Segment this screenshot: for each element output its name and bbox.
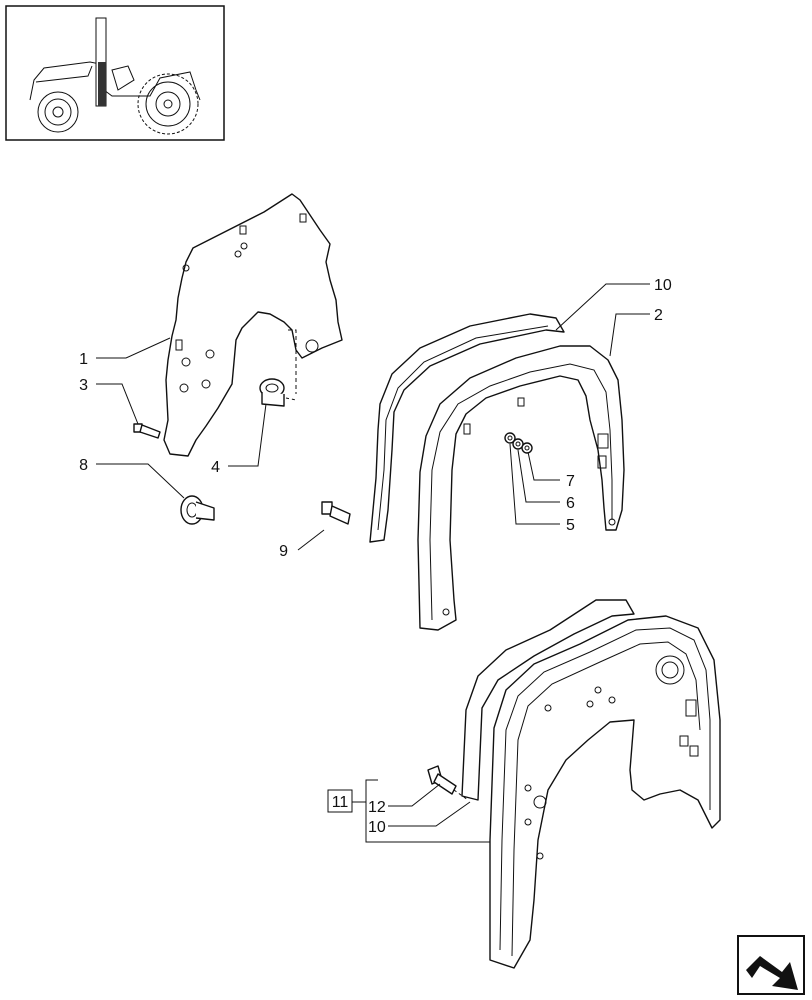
next-page-arrow-icon[interactable] bbox=[737, 935, 805, 995]
arch-part-2 bbox=[417, 345, 625, 631]
callout-9: 9 bbox=[279, 543, 288, 560]
callout-5: 5 bbox=[566, 517, 575, 534]
callout-1: 1 bbox=[79, 351, 88, 368]
panel-part-1 bbox=[163, 193, 343, 457]
screw-part-3 bbox=[133, 423, 161, 439]
tractor-thumbnail bbox=[5, 5, 225, 141]
bushing-part-4 bbox=[259, 378, 297, 407]
callout-4: 4 bbox=[211, 459, 220, 476]
callout-6: 6 bbox=[566, 495, 575, 512]
callout-12: 12 bbox=[368, 799, 386, 816]
callout-7: 7 bbox=[566, 473, 575, 490]
washer-part-7 bbox=[521, 442, 533, 454]
clip-part-8 bbox=[180, 495, 215, 525]
callout-10-bottom: 10 bbox=[368, 819, 386, 836]
callout-8: 8 bbox=[79, 457, 88, 474]
leader-lines bbox=[96, 283, 650, 843]
seal-part-10-top bbox=[369, 313, 565, 543]
assembly-part-11 bbox=[427, 599, 721, 969]
nut-part-5 bbox=[504, 432, 516, 444]
callout-2: 2 bbox=[654, 307, 663, 324]
callout-11: 11 bbox=[332, 794, 349, 811]
bolt-part-9 bbox=[321, 501, 351, 525]
callout-3: 3 bbox=[79, 377, 88, 394]
callout-11-box: 11 bbox=[327, 789, 353, 813]
callout-10-top: 10 bbox=[654, 277, 672, 294]
